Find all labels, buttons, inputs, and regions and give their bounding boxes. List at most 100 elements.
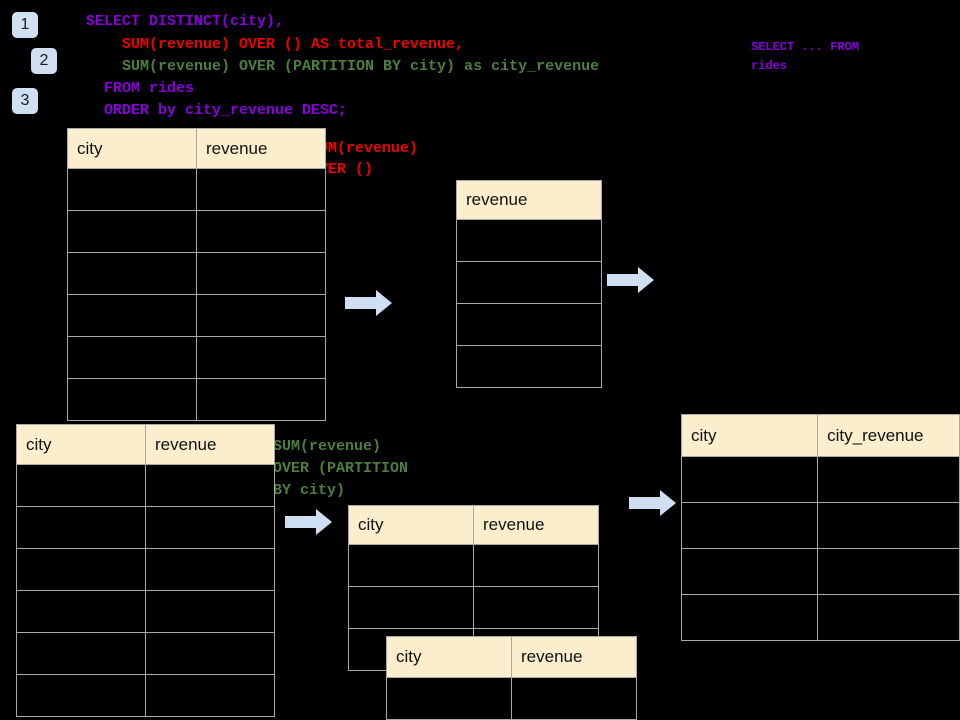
cell-city [67,210,197,253]
cell-city [67,168,197,211]
step-badge-3: 3 [12,88,38,114]
table-header-row: city revenue [348,505,599,545]
total-revenue-table: revenue [456,180,602,388]
cell-city-revenue [817,502,960,549]
cell-revenue [473,544,599,587]
column-header-city: city [680,414,819,457]
table-row [680,548,960,595]
cell-revenue [473,586,599,629]
cell-city [680,594,819,641]
sql-line-city-revenue: SUM(revenue) OVER (PARTITION BY city) as… [86,58,600,75]
cell-city [348,544,474,587]
column-header-city: city [16,424,146,465]
table-row [67,294,326,337]
cell-revenue [196,378,326,421]
cell-city-revenue [817,594,960,641]
table-row [680,502,960,549]
cell-city [680,502,819,549]
cell-revenue [196,210,326,253]
step-badge-2: 2 [31,48,57,74]
cell-revenue [456,261,602,304]
cell-revenue [196,168,326,211]
cell-city-revenue [817,456,960,503]
cell-city [680,456,819,503]
table-row [16,632,275,675]
table-row [16,464,275,507]
cell-city [16,674,146,717]
table-row [456,345,602,388]
table-header-row: city revenue [16,424,275,465]
table-row [680,594,960,641]
rides-source-table-2: city revenue [16,424,275,717]
rides-source-table: city revenue [67,128,326,421]
cell-city-revenue [817,548,960,595]
cell-city [16,548,146,591]
table-row [386,677,637,720]
sql-line-select: SELECT DISTINCT(city), [86,13,285,30]
total-revenue-annotation: SUM(revenue) OVER () [310,140,419,178]
select-from-rides-note: SELECT ... FROM rides [751,40,860,73]
sql-line-order-by: ORDER by city_revenue DESC; [86,102,348,119]
table-row [67,168,326,211]
cell-revenue [511,677,637,720]
cell-revenue [145,464,275,507]
cell-revenue [456,345,602,388]
cell-revenue [196,336,326,379]
table-row [16,506,275,549]
arrow-total-to-result-icon [607,266,655,294]
cell-city [16,590,146,633]
table-row [348,586,599,629]
column-header-revenue: revenue [196,128,326,169]
table-row [680,456,960,503]
table-header-row: city city_revenue [680,414,960,457]
table-row [67,378,326,421]
cell-city [67,378,197,421]
table-row [456,219,602,262]
sql-line-total-revenue: SUM(revenue) OVER () AS total_revenue, [86,36,465,53]
table-header-row: city revenue [386,636,637,678]
cell-revenue [196,294,326,337]
cell-city [67,252,197,295]
cell-city [386,677,512,720]
table-row [348,544,599,587]
cell-city [16,464,146,507]
cell-city [348,586,474,629]
table-row [16,674,275,717]
partition-group-table-b: city revenue [386,636,637,720]
cell-city [680,548,819,595]
cell-revenue [145,632,275,675]
column-header-city-revenue: city_revenue [817,414,960,457]
column-header-city: city [386,636,512,678]
cell-city [16,506,146,549]
arrow-source-to-total-icon [345,289,393,317]
column-header-city: city [67,128,197,169]
cell-revenue [456,219,602,262]
cell-revenue [145,590,275,633]
cell-revenue [145,506,275,549]
column-header-revenue: revenue [473,505,599,545]
final-result-table: city city_revenue [680,414,960,641]
table-row [67,210,326,253]
table-row [67,252,326,295]
column-header-revenue: revenue [456,180,602,220]
cell-city [67,294,197,337]
column-header-city: city [348,505,474,545]
table-header-row: revenue [456,180,602,220]
cell-revenue [145,548,275,591]
table-row [456,303,602,346]
arrow-source-to-partition-icon [285,508,333,536]
cell-city [67,336,197,379]
table-row [67,336,326,379]
cell-revenue [456,303,602,346]
step-badge-1: 1 [12,12,38,38]
table-header-row: city revenue [67,128,326,169]
table-row [456,261,602,304]
cell-revenue [145,674,275,717]
sql-line-from: FROM rides [86,80,195,97]
table-row [16,590,275,633]
city-revenue-annotation: SUM(revenue) OVER (PARTITION BY city) [273,438,409,499]
column-header-revenue: revenue [511,636,637,678]
cell-revenue [196,252,326,295]
arrow-partition-to-result-icon [629,489,677,517]
